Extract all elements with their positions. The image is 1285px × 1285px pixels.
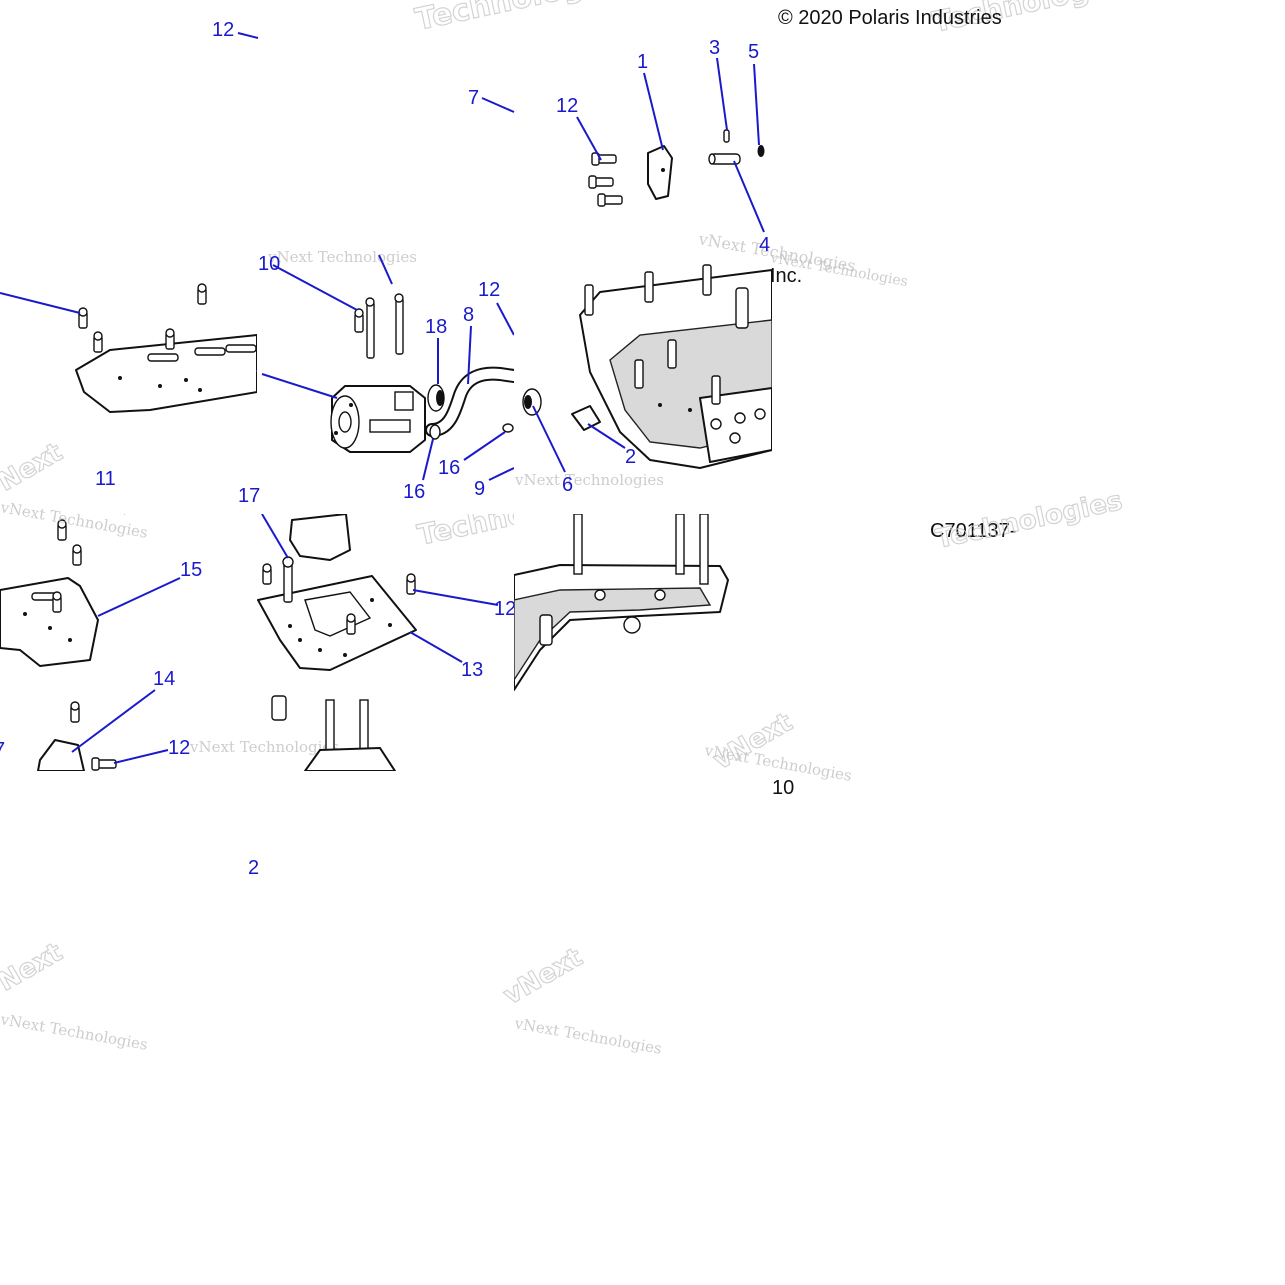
- svg-text:vNext Technologies: vNext Technologies: [512, 1014, 663, 1058]
- callout-2: 2: [625, 446, 636, 468]
- svg-text:vNext: vNext: [499, 942, 588, 1011]
- svg-text:vNext Technologies: vNext Technologies: [0, 1010, 149, 1054]
- figure-code: C701137-: [930, 520, 1016, 542]
- oil-pump-icon: [330, 385, 426, 453]
- bolt-icon: [282, 556, 294, 603]
- callout-12: 12: [494, 598, 516, 620]
- callout-6: 6: [562, 474, 573, 496]
- callout-4: 4: [759, 234, 770, 256]
- copyright-suffix: Inc.: [770, 265, 802, 287]
- stray-number: 10: [772, 777, 794, 799]
- dowel-icon: [708, 153, 741, 165]
- watermark-top-right: Technologies Technologies vNext Technolo…: [412, 0, 1137, 276]
- bolt-icon: [52, 591, 62, 613]
- callout-7: 7: [0, 739, 5, 761]
- callout-8: 8: [463, 304, 474, 326]
- stud-icon: [394, 293, 404, 355]
- bolt-icon: [588, 175, 614, 189]
- bolt-icon: [597, 193, 623, 207]
- bolt-icon: [72, 544, 82, 566]
- tile-bottom-middle: Technologies 17 12 13: [238, 485, 516, 771]
- callout-10: 10: [258, 253, 280, 275]
- bolt-icon: [197, 283, 207, 305]
- svg-text:vNext: vNext: [0, 937, 68, 1006]
- callout-15: 15: [180, 559, 202, 581]
- svg-text:vNext: vNext: [0, 437, 68, 506]
- callout-1: 1: [637, 51, 648, 73]
- svg-text:vNext Technologies: vNext Technologies: [189, 738, 339, 756]
- callout-16: 16: [438, 457, 460, 479]
- tile-right-middle: vNext Technologies 6 2 vNext Technologie…: [514, 250, 909, 496]
- tile-left-middle: vNext Technologies vNext: [0, 185, 278, 413]
- fitting-icon: [271, 695, 287, 721]
- callout-9: 9: [474, 478, 485, 500]
- tile-bottom-left: vNext Technologies vNext 11 15 14 12 7 v…: [0, 437, 339, 879]
- callout-16: 16: [403, 481, 425, 503]
- callout-3: 3: [709, 37, 720, 59]
- stray-digit: 2: [248, 857, 259, 879]
- tile-top-right: Technologies Technologies vNext Technolo…: [212, 0, 1137, 287]
- callout-7: 7: [468, 87, 479, 109]
- callout-12: 12: [556, 95, 578, 117]
- bolt-icon: [70, 701, 80, 723]
- seal-ring-icon: [522, 388, 542, 416]
- callout-14: 14: [153, 668, 175, 690]
- svg-text:vNext Technologies: vNext Technologies: [0, 498, 149, 542]
- callout-13: 13: [461, 659, 483, 681]
- callout-5: 5: [748, 41, 759, 63]
- stud-icon: [365, 297, 375, 359]
- svg-text:vNext Technologies: vNext Technologies: [514, 471, 664, 489]
- watermark-lower: vNext vNext Technologies vNext vNext Tec…: [0, 937, 663, 1058]
- bolt-icon: [346, 613, 356, 635]
- bolt-icon: [165, 328, 175, 350]
- oil-pan-icon: [579, 264, 772, 469]
- copyright-text: © 2020 Polaris Industries: [778, 7, 1002, 29]
- bolt-icon: [93, 331, 103, 353]
- svg-text:Technologies: Technologies: [933, 486, 1125, 555]
- bolt-icon: [354, 308, 364, 333]
- callout-17: 17: [238, 485, 260, 507]
- callout-12: 12: [168, 737, 190, 759]
- callout-18: 18: [425, 316, 447, 338]
- baffle-plate-icon: [0, 577, 99, 667]
- svg-text:Technologies: Technologies: [412, 0, 633, 38]
- bolt-icon: [78, 307, 88, 329]
- seal-ring-icon: [427, 384, 445, 412]
- callout-12: 12: [478, 279, 500, 301]
- cover-plate-icon: [647, 145, 673, 200]
- bolt-icon: [262, 563, 272, 585]
- bolt-icon: [591, 152, 617, 166]
- svg-text:vNext: vNext: [189, 185, 278, 254]
- fitting-icon: [571, 405, 601, 431]
- bracket-icon: [37, 739, 85, 771]
- bolt-icon: [91, 757, 117, 771]
- bolt-icon: [57, 519, 67, 541]
- tile-center: vNext Technologies: [258, 248, 514, 503]
- pin-icon: [723, 129, 730, 143]
- o-ring-icon: [757, 145, 765, 157]
- svg-text:vNext Technologies: vNext Technologies: [267, 248, 417, 266]
- callout-11: 11: [95, 468, 116, 490]
- callout-12: 12: [212, 19, 234, 41]
- oil-pan-icon: [514, 514, 729, 691]
